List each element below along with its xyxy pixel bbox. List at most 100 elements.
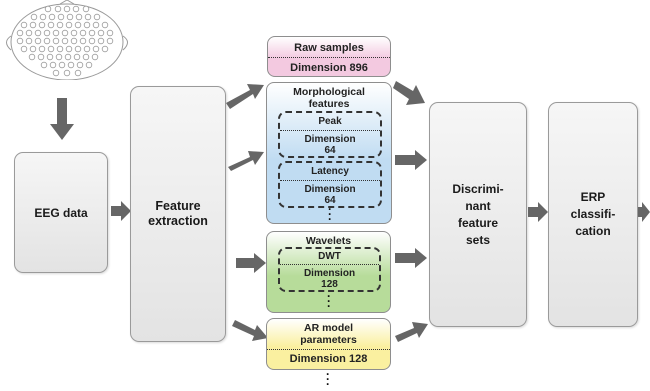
electrode-dot (29, 45, 37, 53)
raw-samples-title: Raw samples (294, 42, 364, 54)
peak-dimension: Dimension 64 (304, 134, 356, 156)
electrode-dot (38, 21, 46, 29)
electrode-dot (92, 21, 100, 29)
electrode-dot (58, 61, 66, 69)
electrode-dot (28, 53, 36, 61)
erp-output-arrow (638, 202, 650, 222)
fe-to-morph2-arrow (228, 151, 264, 171)
raw-samples-panel: Raw samples Dimension 896 (267, 36, 391, 77)
peak-divider (280, 130, 380, 131)
ar-divider (267, 349, 390, 350)
ar-model-panel: AR model parameters Dimension 128 (266, 318, 391, 370)
electrode-head-icon (6, 0, 128, 80)
discriminant-to-erp-arrow (528, 202, 548, 222)
electrode-dot (83, 45, 91, 53)
electrode-dot (79, 29, 87, 37)
electrode-dot (79, 37, 87, 45)
raw-to-discriminant-arrow (393, 81, 425, 105)
electrode-dot (52, 37, 60, 45)
dwt-group: DWT Dimension 128 (278, 247, 381, 292)
electrode-dot (82, 53, 90, 61)
raw-divider (268, 57, 390, 58)
electrode-dot (56, 45, 64, 53)
electrode-dot (37, 53, 45, 61)
discriminant-label: Discrimi- nant feature sets (452, 181, 504, 247)
electrode-dot (66, 13, 74, 21)
electrode-dot (57, 13, 65, 21)
electrode-dot (40, 61, 48, 69)
electrode-dot (74, 45, 82, 53)
feature-extraction-box: Feature extraction (130, 86, 226, 342)
electrode-dot (39, 13, 47, 21)
ar-to-discriminant-arrow (395, 322, 428, 342)
electrode-dot (84, 13, 92, 21)
wavelets-more-dots: ··· (327, 289, 331, 313)
morphological-title: Morphological features (293, 86, 365, 110)
electrode-dot (25, 29, 33, 37)
electrode-dot (34, 29, 42, 37)
electrode-dot (61, 37, 69, 45)
electrode-dot (29, 21, 37, 29)
electrode-dot (48, 13, 56, 21)
electrode-dot (16, 37, 24, 45)
fe-to-ar-arrow (232, 320, 268, 341)
feature-extraction-label: Feature extraction (148, 199, 208, 228)
electrode-dot (63, 69, 71, 77)
electrode-dot (52, 69, 60, 77)
electrode-dot (74, 21, 82, 29)
electrode-dot (16, 29, 24, 37)
electrode-dot (70, 37, 78, 45)
electrode-dot (92, 45, 100, 53)
dwt-title: DWT (318, 251, 341, 262)
electrode-dot (91, 53, 99, 61)
eeg-data-box: EEG data (14, 152, 108, 273)
electrode-dot (30, 13, 38, 21)
electrode-dot (43, 29, 51, 37)
electrode-dot (20, 45, 28, 53)
latency-divider (280, 180, 380, 181)
electrode-dot (75, 13, 83, 21)
latency-dimension: Dimension 64 (304, 184, 356, 206)
electrode-dot (52, 29, 60, 37)
electrode-dot (70, 29, 78, 37)
electrode-dot (97, 37, 105, 45)
latency-group: Latency Dimension 64 (278, 161, 382, 208)
electrode-dot (54, 5, 62, 13)
electrode-dot (93, 13, 101, 21)
electrode-dot (101, 21, 109, 29)
electrode-dot (44, 5, 52, 13)
electrode-dot (63, 5, 71, 13)
electrode-dot (47, 45, 55, 53)
eeg-to-feature-arrow (111, 201, 131, 221)
discriminant-feature-sets-box: Discrimi- nant feature sets (429, 102, 527, 327)
peak-title: Peak (318, 116, 342, 127)
electrode-dot (82, 5, 90, 13)
eeg-data-label: EEG data (34, 205, 88, 220)
fe-to-morph-arrow (226, 84, 264, 109)
electrode-dot (88, 29, 96, 37)
electrode-dot (46, 53, 54, 61)
dwt-dimension: Dimension 128 (303, 268, 356, 290)
electrode-dot (97, 29, 105, 37)
electrode-dot (25, 37, 33, 45)
ar-model-dimension: Dimension 128 (289, 353, 368, 365)
electrode-dot (56, 21, 64, 29)
electrode-dot (20, 21, 28, 29)
ar-model-title: AR model parameters (300, 322, 357, 346)
morph-to-discriminant-arrow (395, 150, 427, 170)
electrode-dot (88, 37, 96, 45)
electrode-dot (74, 69, 82, 77)
erp-label: ERP classifi- cation (570, 190, 616, 238)
electrode-dot (85, 61, 93, 69)
electrode-dot (73, 53, 81, 61)
wavelets-title: Wavelets (305, 235, 352, 247)
electrode-dot (43, 37, 51, 45)
electrode-dot (65, 45, 73, 53)
dwt-divider (280, 264, 379, 265)
electrode-dot (38, 45, 46, 53)
head-to-eeg-arrow (50, 98, 74, 140)
electrode-dot (61, 29, 69, 37)
ar-more-dots: ··· (326, 367, 330, 391)
electrode-dot (72, 5, 80, 13)
morphological-features-panel: Morphological features Peak Dimension 64… (266, 82, 392, 225)
